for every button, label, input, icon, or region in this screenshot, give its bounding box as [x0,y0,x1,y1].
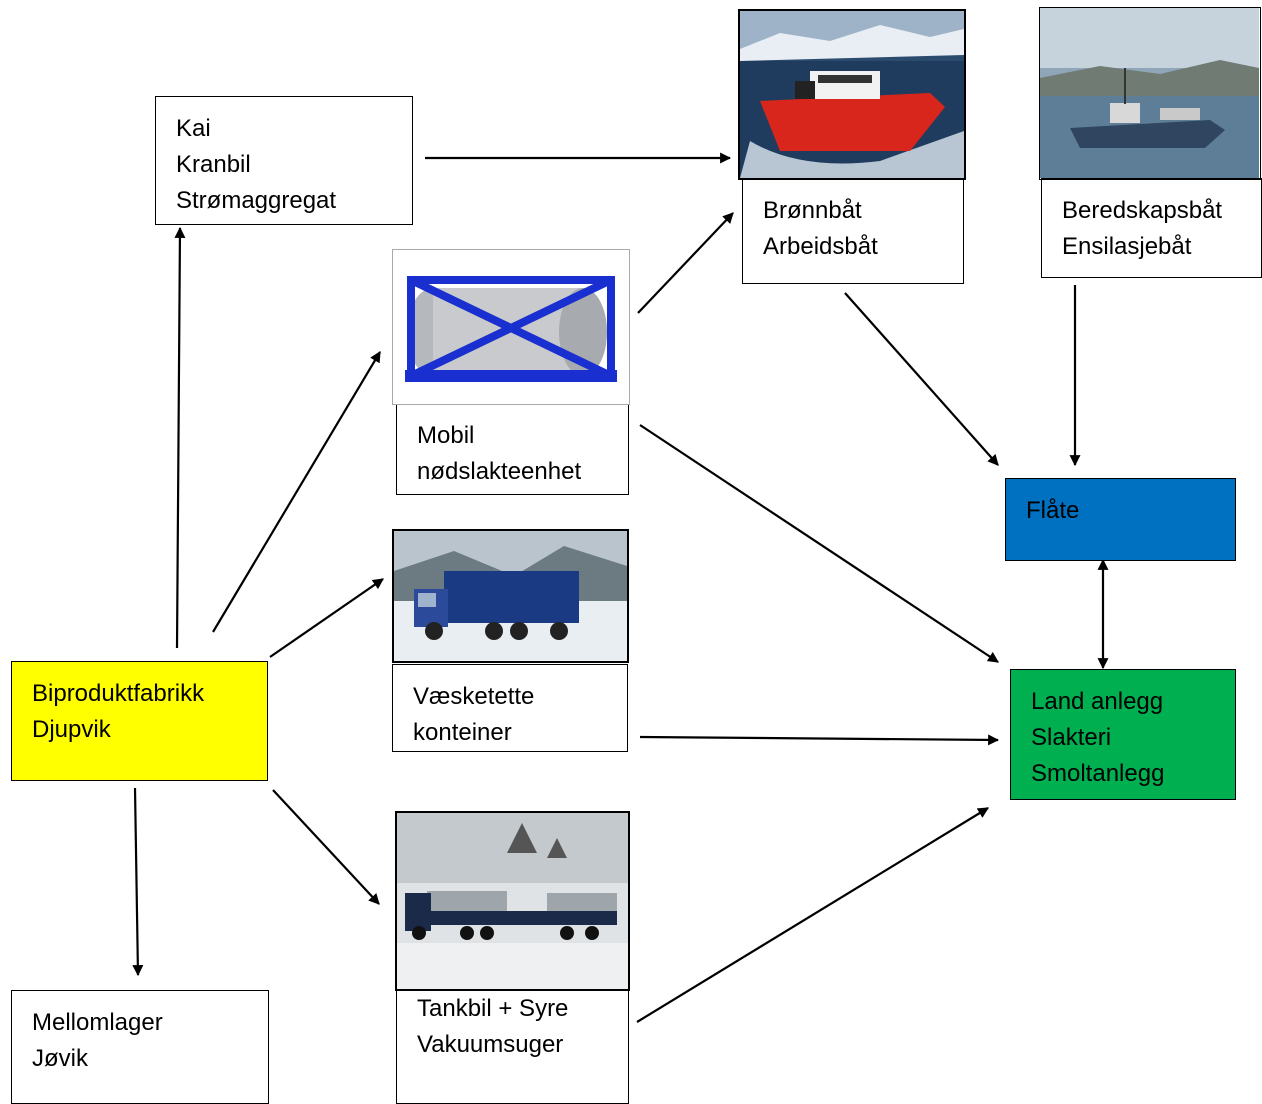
node-land-line-2: Slakteri [1031,724,1112,751]
node-tankbil-line-1: Tankbil + Syre [417,995,569,1022]
node-biprodukt: Biproduktfabrikk Djupvik [11,661,268,781]
arrow-tankbil-to-land [636,807,989,1023]
node-beredskap-line-2: Ensilasjebåt [1062,233,1192,260]
node-land-line-3: Smoltanlegg [1031,760,1165,787]
node-beredskap: Beredskapsbåt Ensilasjebåt [1041,178,1262,278]
node-vaesketette-line-2: konteiner [413,719,512,746]
node-flate-line-1: Flåte [1026,497,1080,524]
node-vaesketette: Væsketette konteiner [392,664,628,752]
arrow-vaesketette-to-land [639,734,1000,746]
blue-container-truck-photo [392,529,629,663]
blue-vessel-photo [1039,7,1261,180]
arrow-biprodukt-to-mobil [212,351,381,633]
node-biprodukt-line-1: Biproduktfabrikk [32,680,205,707]
arrow-biprodukt-to-tankbil [272,789,380,905]
node-land-line-1: Land anlegg [1031,688,1164,715]
node-vaesketette-line-1: Væsketette [413,683,535,710]
blue-frame-tank-unit-image [392,249,630,405]
arrow-bronnbat-to-flate [844,292,999,466]
node-mobil-line-2: nødslakteenhet [417,458,582,485]
arrow-biprodukt-to-mellomlager [132,787,144,977]
node-beredskap-line-1: Beredskapsbåt [1062,197,1223,224]
node-bronnbat: Brønnbåt Arbeidsbåt [742,178,964,284]
node-kai-line-3: Strømaggregat [176,187,337,214]
node-mobil: Mobil nødslakteenhet [396,403,629,495]
node-flate: Flåte [1005,478,1236,561]
node-kai: Kai Kranbil Strømaggregat [155,96,413,225]
node-land: Land anlegg Slakteri Smoltanlegg [1010,669,1236,800]
node-tankbil: Tankbil + Syre Vakuumsuger [396,988,629,1104]
node-kai-line-2: Kranbil [176,151,251,178]
arrow-mobil-to-land [639,424,999,663]
node-biprodukt-line-2: Djupvik [32,716,111,743]
node-mellomlager-line-1: Mellomlager [32,1009,163,1036]
red-workboat-photo [738,9,966,180]
tank-truck-trailer-photo [395,811,630,991]
arrow-biprodukt-to-vaesketette [269,578,384,658]
node-mellomlager: Mellomlager Jøvik [11,990,269,1104]
arrow-mobil-to-bronnbat [637,212,734,314]
node-tankbil-line-2: Vakuumsuger [417,1031,564,1058]
node-bronnbat-line-2: Arbeidsbåt [763,233,878,260]
node-kai-line-1: Kai [176,115,211,142]
node-bronnbat-line-1: Brønnbåt [763,197,862,224]
arrow-biprodukt-to-kai [174,226,186,649]
node-mobil-line-1: Mobil [417,422,475,449]
node-mellomlager-line-2: Jøvik [32,1045,88,1072]
